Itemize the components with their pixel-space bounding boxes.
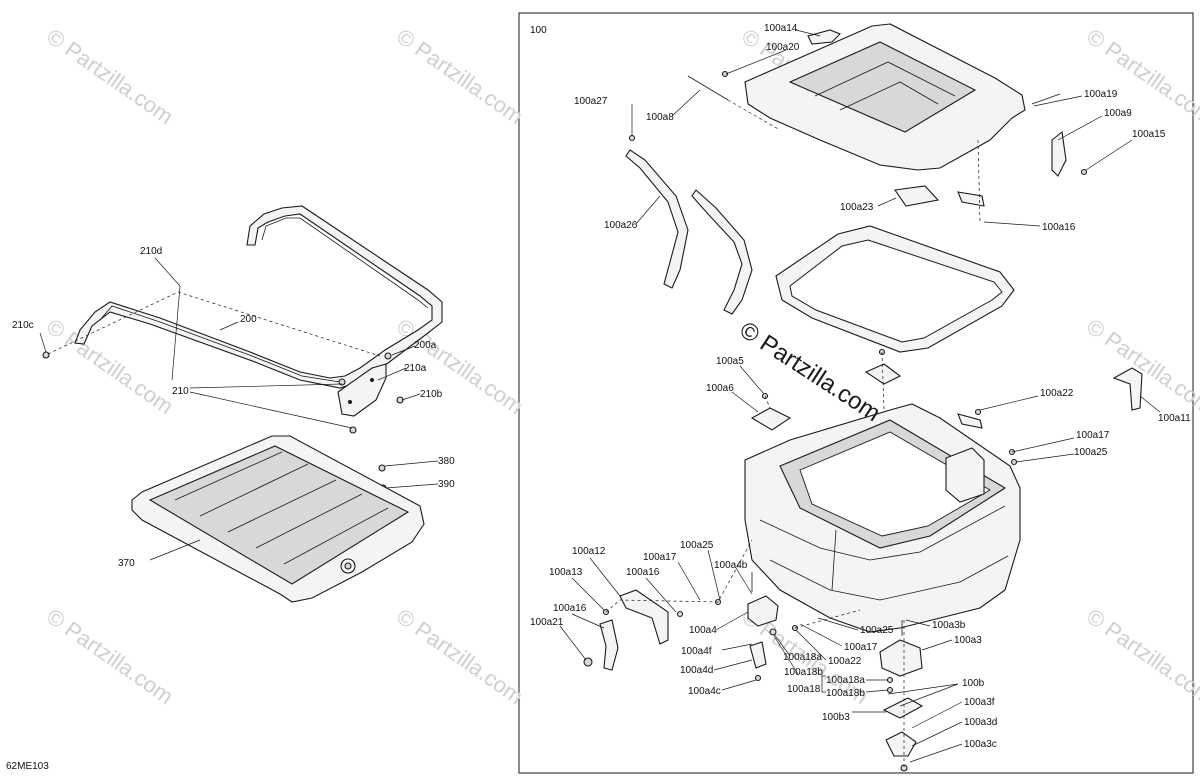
callout-100a25: 100a25 — [1074, 447, 1108, 458]
callout-100b3: 100b3 — [822, 712, 850, 723]
callout-100a8: 100a8 — [646, 112, 674, 123]
lid-seal — [775, 225, 1015, 353]
callout-100a20: 100a20 — [766, 42, 800, 53]
callout-100a26: 100a26 — [604, 220, 638, 231]
callout-100a27: 100a27 — [574, 96, 608, 107]
callout-100a14: 100a14 — [764, 23, 798, 34]
callout-100a3d: 100a3d — [964, 717, 997, 728]
left-leaders — [39, 257, 439, 561]
callout-100a16: 100a16 — [1042, 222, 1076, 233]
callout-100a5: 100a5 — [716, 356, 744, 367]
callout-100a16: 100a16 — [626, 567, 660, 578]
right-leaders — [559, 29, 1161, 763]
callout-100a13: 100a16 — [553, 603, 587, 614]
callout-100a16: 100a13 — [549, 567, 583, 578]
callout-100a18: 100a18 — [787, 684, 821, 695]
watermark: © Partzilla.com — [42, 604, 178, 710]
callout-100a18b: 100a18b — [826, 688, 865, 699]
callout-100a18b: 100a18b — [784, 667, 823, 678]
callout-100a18a: 100a18a — [826, 675, 865, 686]
callout-100a12: 100a12 — [572, 546, 606, 557]
callout-370: 370 — [118, 558, 135, 569]
bracket-100a11 — [1112, 367, 1143, 411]
callout-100b: 100b — [962, 678, 985, 689]
callout-100a15: 100a15 — [1132, 129, 1166, 140]
callout-390: 390 — [438, 479, 455, 490]
watermark: © Partzilla.com — [1082, 604, 1200, 710]
box-hardware — [878, 348, 1018, 466]
callout-100a3c: 100a3c — [964, 739, 997, 750]
callout-100a22: 100a22 — [828, 656, 862, 667]
lid-hardware — [628, 70, 1088, 207]
callout-210a: 210a — [404, 363, 427, 374]
callout-200a: 200a — [414, 340, 437, 351]
watermark: © Partzilla.com — [1082, 314, 1200, 420]
callout-100a25: 100a25 — [680, 540, 714, 551]
latch-100a4 — [583, 572, 799, 682]
callout-100a17: 100a17 — [844, 642, 878, 653]
watermark: © Partzilla.com — [1082, 24, 1200, 130]
callout-100a23: 100a23 — [840, 202, 874, 213]
callout-210d: 210d — [140, 246, 162, 257]
callout-100a19: 100a19 — [1084, 89, 1118, 100]
drawing-id: 62ME103 — [6, 761, 49, 772]
bracket-210a — [337, 363, 387, 417]
callout-100a3b: 100a3b — [932, 620, 966, 631]
watermark: © Partzilla.com — [42, 24, 178, 130]
left-hardware — [42, 351, 404, 492]
callout-100a4b: 100a4b — [714, 560, 748, 571]
watermarks: © Partzilla.com © Partzilla.com © Partzi… — [42, 24, 1200, 710]
callout-100a22: 100a22 — [1040, 388, 1074, 399]
callout-100a17: 100a17 — [643, 552, 677, 563]
callout-210: 210 — [172, 386, 189, 397]
callout-100a3f: 100a3f — [964, 697, 995, 708]
group-frame — [518, 12, 1194, 774]
plate-100a6 — [750, 363, 902, 431]
box-lid — [744, 23, 1026, 207]
callout-100a18a: 100a18a — [783, 652, 822, 663]
latch-100a3 — [879, 620, 924, 772]
watermark: © Partzilla.com — [392, 604, 528, 710]
callout-380: 380 — [438, 456, 455, 467]
straps-100a26 — [625, 149, 753, 315]
callout-200: 200 — [240, 314, 257, 325]
right-dashed-lines — [605, 99, 981, 768]
callout-100a21: 100a21 — [530, 617, 564, 628]
callout-100a11: 100a11 — [1158, 413, 1191, 424]
watermark: © Partzilla.com — [392, 24, 528, 130]
callout-100a9: 100a9 — [1104, 108, 1132, 119]
callout-100a4f: 100a4f — [681, 646, 712, 657]
callout-100a25: 100a25 — [860, 625, 894, 636]
callout-100a17: 100a17 — [1076, 430, 1110, 441]
callout-100a4: 100a4 — [689, 625, 717, 636]
callout-100a4c: 100a4c — [688, 686, 721, 697]
box-body — [744, 403, 1021, 633]
callout-100a6: 100a6 — [706, 383, 734, 394]
callout-210c: 210c — [12, 320, 34, 331]
group-label: 100 — [530, 25, 547, 36]
cargo-tray-370 — [131, 435, 425, 603]
watermark: © Partzilla.com — [42, 314, 178, 420]
callout-100a3: 100a3 — [954, 635, 982, 646]
callout-210b: 210b — [420, 389, 443, 400]
rack-rail-200 — [74, 205, 443, 389]
callout-100a4d: 100a4d — [680, 665, 713, 676]
